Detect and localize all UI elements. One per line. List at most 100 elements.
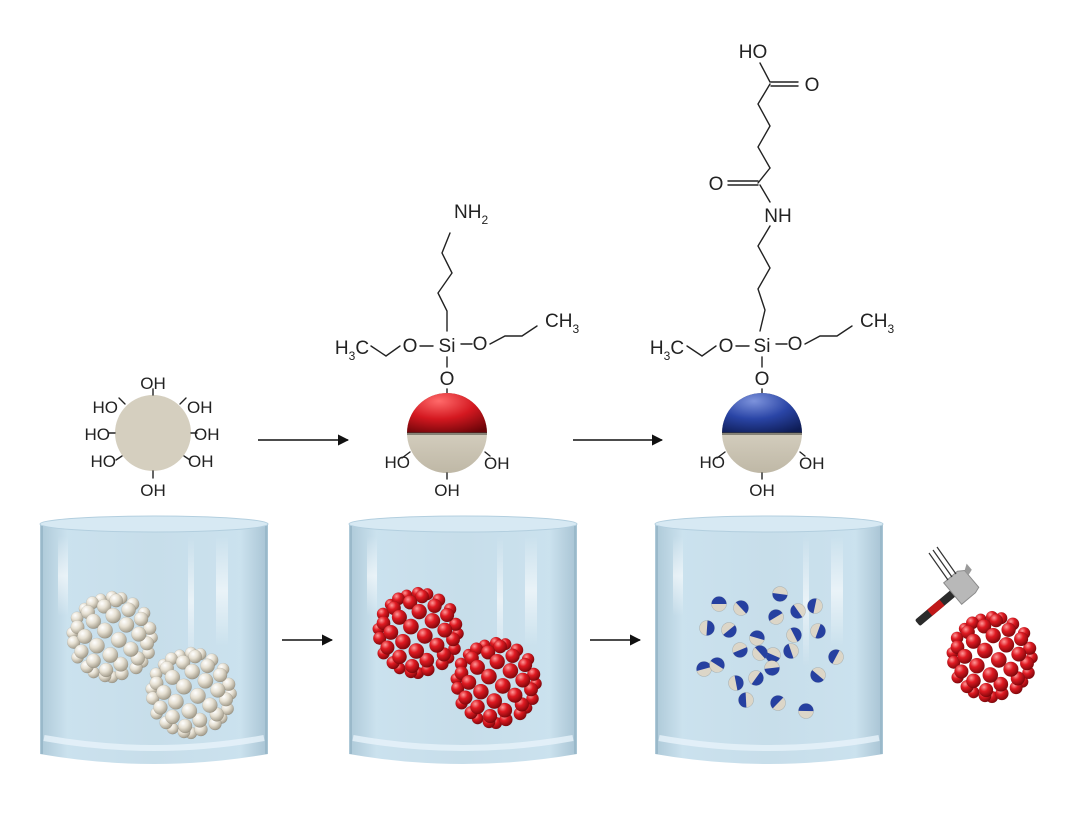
- nanoparticle: [968, 657, 985, 674]
- janus-particle: [786, 627, 802, 643]
- nanoparticle: [482, 708, 498, 724]
- oxygen-label: O: [719, 336, 734, 357]
- nanoparticle: [391, 609, 408, 626]
- nanoparticle: [966, 673, 981, 689]
- nanoparticle: [1001, 622, 1016, 638]
- nanoparticle: [408, 643, 425, 659]
- janus-particle: [772, 586, 788, 602]
- nanoparticle: [976, 642, 993, 659]
- nanoparticle: [990, 651, 1007, 668]
- silica-particle: [115, 395, 191, 471]
- oh-label: OH: [140, 374, 166, 393]
- oh-label: OH: [749, 481, 775, 500]
- nanoparticle: [88, 637, 105, 654]
- janus-particle: [810, 623, 826, 639]
- nanoparticle: [402, 618, 419, 635]
- nanoparticle: [175, 654, 191, 670]
- nanoparticle: [954, 664, 969, 679]
- methyl-left-label: H3C: [335, 338, 369, 363]
- oh-label: OH: [434, 481, 460, 500]
- beaker-base-highlight: [352, 735, 574, 751]
- oh-label: OH: [484, 454, 510, 473]
- methyl-right-label: CH3: [860, 311, 894, 336]
- nanoparticle: [210, 682, 226, 698]
- nanoparticle: [105, 607, 122, 624]
- janus-particle-blue: [722, 393, 802, 473]
- nanoparticle: [165, 709, 180, 725]
- oxygen-label: O: [440, 369, 455, 390]
- nanoparticle: [976, 618, 992, 634]
- glass-reflection: [673, 536, 683, 616]
- nanoparticle: [437, 622, 453, 638]
- nanoparticle: [184, 663, 201, 680]
- nanoparticle: [493, 639, 508, 654]
- beaker-base-highlight: [658, 735, 880, 751]
- water-body: [655, 524, 883, 764]
- silicon-label: Si: [754, 336, 771, 357]
- oh-label: OH: [194, 425, 220, 444]
- janus-particle: [699, 620, 715, 636]
- nanoparticle: [978, 682, 994, 698]
- oxygen-label: O: [473, 334, 488, 355]
- janus-particle: [696, 661, 712, 677]
- nanoparticle: [402, 594, 418, 610]
- janus-particle: [828, 649, 844, 665]
- oh-label: OH: [188, 452, 214, 471]
- nanoparticle: [505, 648, 520, 664]
- glass-reflection: [525, 536, 537, 646]
- nanoparticle: [445, 632, 461, 647]
- glass-reflection: [497, 536, 503, 666]
- stage1-hydroxylated-particle: OH OH OH OH OH HO HO HO: [85, 374, 220, 500]
- nanoparticle: [392, 649, 407, 665]
- silicon-label: Si: [439, 336, 456, 357]
- nanoparticle: [515, 672, 531, 688]
- nanoparticle: [66, 635, 81, 649]
- nanoparticle: [523, 682, 539, 697]
- nanoparticle: [121, 602, 136, 618]
- oh-bonds: [108, 388, 198, 479]
- beaker-base-highlight: [43, 735, 265, 751]
- nanoparticle: [156, 684, 172, 701]
- beaker-rim: [39, 515, 269, 533]
- oh-label: OH: [187, 398, 213, 417]
- beaker-rim: [654, 515, 884, 533]
- janus-particle: [738, 692, 754, 708]
- janus-particle: [783, 643, 799, 659]
- ho-label: HO: [385, 453, 411, 472]
- impact-lines-icon: [928, 546, 957, 581]
- nanoparticle: [202, 697, 218, 713]
- nanoparticle: [181, 703, 198, 719]
- nanoparticle: [96, 598, 112, 614]
- silica-cluster: [145, 646, 237, 740]
- janus-particle: [764, 660, 780, 676]
- oxygen-label: O: [403, 336, 418, 357]
- nanoparticle: [139, 636, 155, 651]
- janus-particle: [807, 598, 823, 614]
- nanoparticle: [404, 658, 420, 674]
- janus-particle: [752, 645, 768, 661]
- beaker-rim: [348, 515, 578, 533]
- nanoparticle: [98, 662, 114, 678]
- ho-label: HO: [700, 453, 726, 472]
- janus-particle: [711, 596, 727, 612]
- nanoparticle: [197, 672, 214, 689]
- nanoparticle: [411, 603, 428, 620]
- nanoparticle: [133, 611, 149, 627]
- stage3-carboxyl-particle: HO O O NH Si O H3C O CH3 O HO OH: [650, 42, 895, 500]
- nanoparticle: [192, 712, 208, 728]
- nanoparticle: [118, 616, 135, 633]
- nanoparticle: [480, 644, 496, 660]
- nanoparticle: [175, 678, 192, 695]
- oxygen-label: O: [788, 334, 803, 355]
- ho-label: HO: [85, 425, 111, 444]
- nanoparticle: [145, 691, 160, 705]
- nanoparticle: [424, 612, 441, 629]
- janus-particle: [765, 647, 781, 663]
- methyl-right-label: CH3: [545, 311, 579, 336]
- methyl-left-label: H3C: [650, 338, 684, 363]
- glass-reflection: [803, 536, 809, 666]
- nanoparticle: [1013, 631, 1029, 647]
- carbonyl-oxygen-label: O: [805, 75, 820, 96]
- nanoparticle: [415, 589, 430, 604]
- nanoparticle: [1011, 646, 1027, 662]
